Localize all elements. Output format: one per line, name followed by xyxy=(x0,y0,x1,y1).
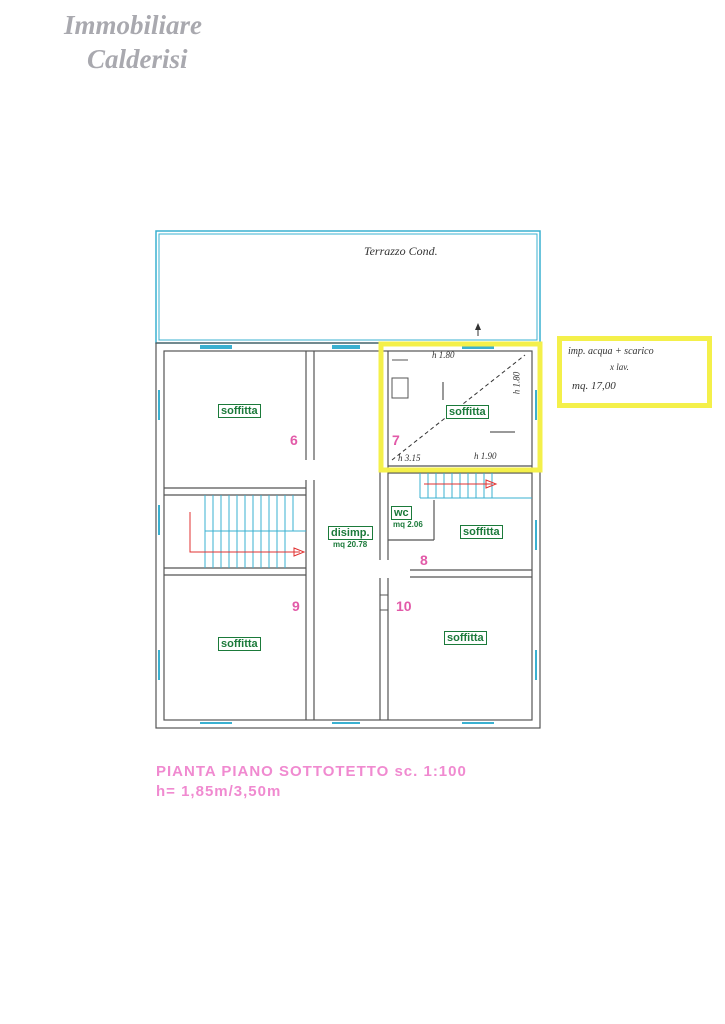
wc-label: wc xyxy=(391,506,412,520)
room-9-number: 9 xyxy=(292,598,300,614)
corridor-label: disimp. xyxy=(328,526,373,540)
annotation-box xyxy=(557,336,712,408)
height-h4: h 1.90 xyxy=(474,451,497,461)
company-logo: Immobiliare Calderisi xyxy=(60,8,270,76)
room-10-number: 10 xyxy=(396,598,412,614)
stair-arrow-left xyxy=(293,547,306,557)
windows xyxy=(158,345,537,724)
stair-direction-left xyxy=(189,512,300,553)
plan-title: PIANTA PIANO SOTTOTETTO sc. 1:100 h= 1,8… xyxy=(156,762,467,802)
stair-arrow-right xyxy=(485,479,498,489)
terrace-outline xyxy=(155,230,541,344)
staircase-right xyxy=(419,473,532,499)
logo-line-2: Calderisi xyxy=(87,44,188,74)
room-8-label: soffitta xyxy=(460,525,503,539)
room-6-label: soffitta xyxy=(218,404,261,418)
wc-area: mq 2.06 xyxy=(393,520,423,529)
room-10-label: soffitta xyxy=(444,631,487,645)
room-8-number: 8 xyxy=(420,552,428,568)
room-7-label: soffitta xyxy=(446,405,489,419)
plan-title-line-2: h= 1,85m/3,50m xyxy=(156,783,282,800)
north-arrow-head xyxy=(475,323,481,330)
annotation-line-3: mq. 17,00 xyxy=(572,380,616,392)
height-h1: h 1.80 xyxy=(432,350,455,360)
height-h2: h 1.80 xyxy=(511,371,522,395)
terrace-inner-outline xyxy=(158,233,538,341)
annotation-line-1: imp. acqua + scarico xyxy=(568,346,654,357)
room-9-label: soffitta xyxy=(218,637,261,651)
height-h3: h 3.15 xyxy=(398,453,421,463)
plan-title-line-1: PIANTA PIANO SOTTOTETTO sc. 1:100 xyxy=(156,763,467,780)
logo-line-1: Immobiliare xyxy=(64,10,203,40)
room-7-highlight xyxy=(378,341,543,473)
corridor-area: mq 20.78 xyxy=(333,540,368,549)
outer-walls xyxy=(155,342,541,729)
room-6-number: 6 xyxy=(290,432,298,448)
room-7-fixture xyxy=(391,377,409,399)
staircase-left xyxy=(204,495,306,568)
annotation-line-2: x lav. xyxy=(610,362,629,372)
terrace-label: Terrazzo Cond. xyxy=(364,244,438,258)
room-7-number: 7 xyxy=(392,432,400,448)
